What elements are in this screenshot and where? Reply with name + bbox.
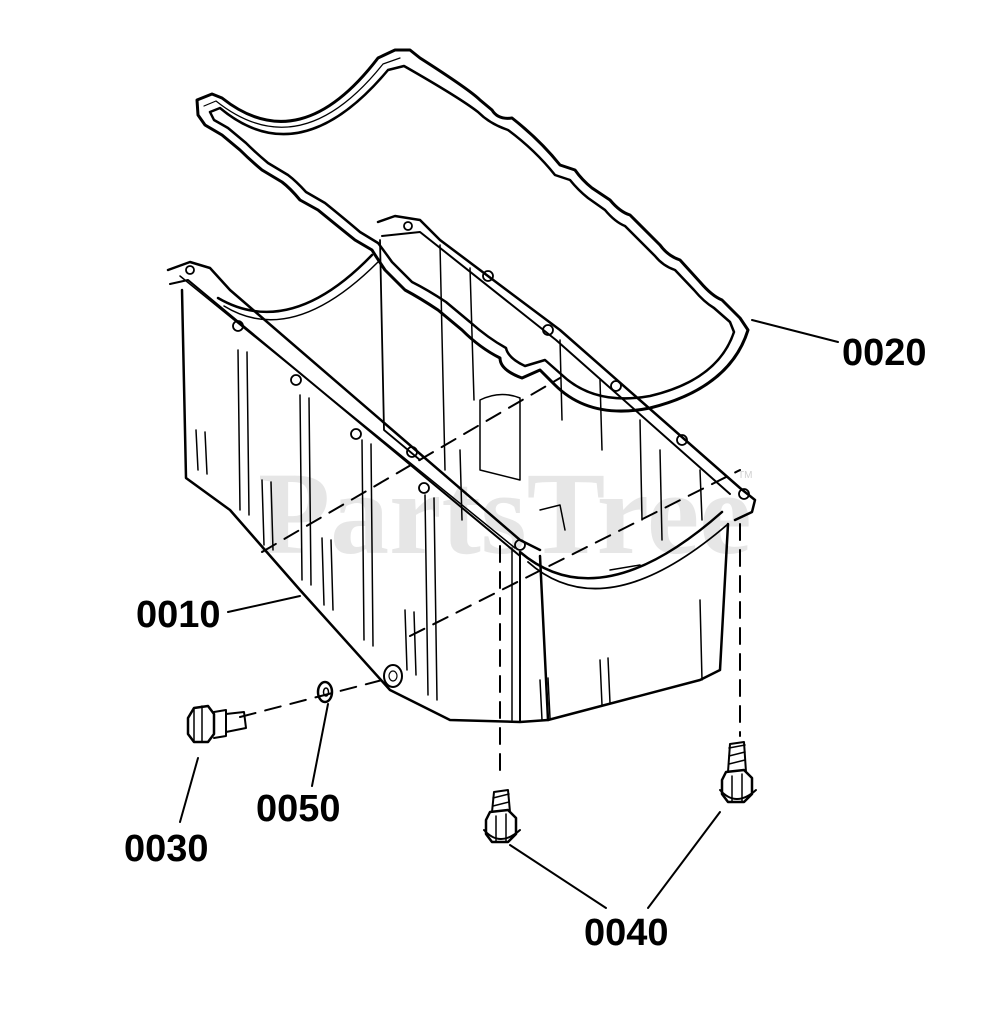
oil-pan (166, 214, 757, 724)
drain-plug (186, 704, 247, 744)
screw-right (719, 741, 757, 804)
callout-0030: 0030 (124, 828, 209, 870)
assembly-lines (239, 377, 741, 777)
callout-0010: 0010 (136, 594, 221, 636)
callout-0040: 0040 (584, 912, 669, 954)
watermark-trademark: TM (738, 470, 753, 481)
leader-lines (179, 319, 839, 909)
screw-left (483, 789, 521, 844)
callout-0020: 0020 (842, 332, 927, 374)
gasket (195, 48, 750, 413)
washer (316, 680, 334, 704)
callout-0050: 0050 (256, 788, 341, 830)
